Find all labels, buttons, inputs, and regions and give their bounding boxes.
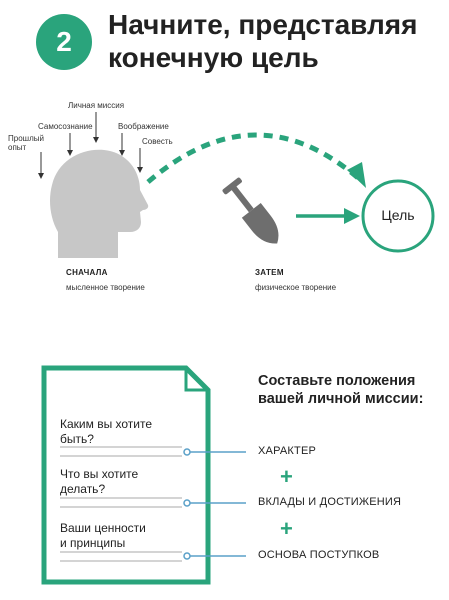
- label-past-experience: Прошлый опыт: [8, 134, 44, 152]
- item-character: ХАРАКТЕР: [258, 445, 317, 457]
- item-contributions: ВКЛАДЫ И ДОСТИЖЕНИЯ: [258, 496, 402, 508]
- solid-arrowhead: [344, 208, 360, 224]
- shovel-icon: [222, 177, 279, 244]
- mission-title: Составьте положения вашей личной миссии:: [258, 372, 423, 408]
- then-subtitle: физическое творение: [255, 283, 337, 292]
- question-values-line1: Ваши ценности: [60, 521, 146, 535]
- label-self-awareness: Самосознание: [38, 122, 93, 131]
- plus-icon: +: [280, 464, 293, 489]
- mission-title-line2: вашей личной миссии:: [258, 391, 424, 407]
- label-past-line2: опыт: [8, 143, 27, 152]
- first-subtitle: мысленное творение: [66, 283, 145, 292]
- step-number-badge: 2: [36, 14, 92, 70]
- question-be: Каким вы хотите быть?: [60, 417, 152, 447]
- label-personal-mission: Личная миссия: [68, 101, 125, 110]
- question-be-line2: быть?: [60, 432, 94, 446]
- page-title: Начните, представляя конечную цель: [108, 8, 417, 74]
- item-principles: ОСНОВА ПОСТУПКОВ: [258, 549, 380, 561]
- document-fold: [184, 368, 208, 392]
- label-conscience: Совесть: [142, 137, 173, 146]
- then-heading: ЗАТЕМ: [255, 268, 284, 277]
- influence-arrows: [38, 112, 143, 179]
- dashed-arc-arrow: [146, 132, 360, 184]
- question-values: Ваши ценности и принципы: [60, 521, 146, 551]
- document-outline: [41, 365, 211, 585]
- question-values-line2: и принципы: [60, 536, 126, 550]
- question-do-line2: делать?: [60, 482, 106, 496]
- head-silhouette-icon: [50, 149, 149, 258]
- question-do: Что вы хотите делать?: [60, 467, 138, 497]
- plus-icon: +: [280, 516, 293, 541]
- dashed-arc-arrowhead: [347, 162, 366, 188]
- label-imagination: Воображение: [118, 122, 169, 131]
- title-line-2: конечную цель: [108, 42, 319, 73]
- question-do-line1: Что вы хотите: [60, 467, 139, 481]
- connectors: [186, 451, 246, 557]
- mission-title-line1: Составьте положения: [258, 373, 416, 389]
- label-past-line1: Прошлый: [8, 134, 44, 143]
- title-line-1: Начните, представляя: [108, 9, 418, 40]
- goal-label: Цель: [381, 207, 415, 223]
- first-heading: СНАЧАЛА: [66, 268, 108, 277]
- connector-dots: [183, 448, 191, 560]
- answer-lines: [60, 446, 182, 562]
- goal-circle: [361, 179, 435, 253]
- question-be-line1: Каким вы хотите: [60, 417, 153, 431]
